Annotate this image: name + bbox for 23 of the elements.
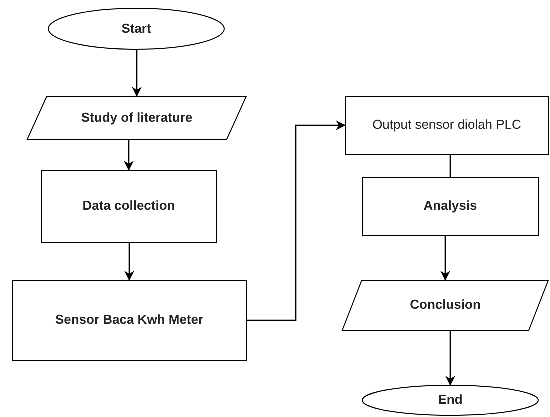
arrow bbox=[124, 140, 134, 171]
arrow bbox=[440, 236, 450, 281]
io-parallelogram bbox=[27, 96, 247, 140]
node-label: Analysis bbox=[422, 198, 478, 215]
terminal-ellipse bbox=[48, 8, 225, 50]
arrow bbox=[247, 120, 346, 322]
process-box bbox=[12, 280, 247, 361]
node-label: Conclusion bbox=[409, 297, 482, 314]
node-label: End bbox=[437, 392, 464, 409]
arrow bbox=[446, 331, 456, 386]
process-box bbox=[362, 177, 539, 236]
node-label: Sensor Baca Kwh Meter bbox=[54, 312, 205, 329]
arrow bbox=[124, 243, 134, 281]
process-box bbox=[41, 170, 217, 243]
arrow bbox=[132, 50, 142, 97]
io-parallelogram bbox=[342, 280, 549, 331]
connector-line bbox=[450, 155, 452, 177]
node-label: Start bbox=[120, 20, 152, 38]
terminal-ellipse bbox=[362, 385, 539, 416]
process-box bbox=[345, 96, 549, 155]
node-label: Data collection bbox=[82, 198, 176, 215]
node-label: Study of literature bbox=[80, 110, 194, 126]
node-label: Output sensor diolah PLC bbox=[372, 117, 522, 134]
